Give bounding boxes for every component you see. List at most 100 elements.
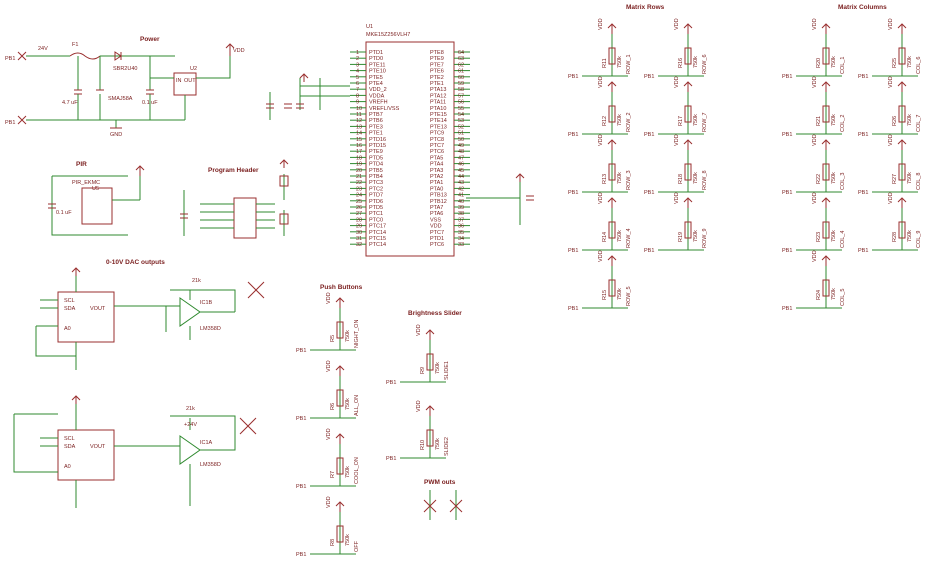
- dac-title: 0-10V DAC outputs: [106, 259, 165, 266]
- button-port: PB1: [296, 552, 306, 558]
- diode-icon: [114, 51, 122, 61]
- mcu-left-pin-num: 25: [356, 199, 362, 205]
- mcu-right-pin-label: VSS: [430, 217, 441, 223]
- brightness-title: Brightness Slider: [408, 310, 462, 317]
- mcu-right-pin-label: PTE1: [430, 81, 444, 87]
- mcu-right-pin-num: 40: [458, 199, 464, 205]
- matrix-col-vdd-arrow-icon: [821, 255, 831, 266]
- matrix-row-net: ROW_9: [702, 228, 708, 248]
- matrix-row-wire: [658, 150, 704, 193]
- matrix-row-port: PB1: [644, 74, 654, 80]
- mcu-right-pin-num: 63: [458, 56, 464, 62]
- mcu-right-pin-label: PTC6: [430, 242, 444, 248]
- matrix-row-ref: R12: [602, 116, 608, 126]
- mcu-right-pin-num: 59: [458, 81, 464, 87]
- matrix-row-value: 750k: [693, 230, 699, 242]
- matrix-row-wire: [658, 208, 704, 251]
- matrix-row-resistor: [608, 47, 616, 65]
- button-vdd: VDD: [326, 292, 332, 304]
- mcu-right-pin-num: 42: [458, 186, 464, 192]
- mcu-right-pin-label: PTB12: [430, 199, 447, 205]
- matrix-row-value: 750k: [693, 56, 699, 68]
- r21k-1: 21k: [192, 278, 201, 284]
- mcu-left-pin-label: PTD7: [369, 193, 383, 199]
- matrix-col-vdd: VDD: [888, 76, 894, 88]
- mcu-right-pin-num: 44: [458, 174, 464, 180]
- mcu-left-pin-num: 6: [356, 81, 359, 87]
- mcu-left-pin-label: PTC2: [369, 186, 383, 192]
- matrix-col-resistor: [898, 221, 906, 239]
- mcu-vdd2-icon: [515, 173, 525, 182]
- button-net: OFF: [354, 540, 360, 552]
- matrix-col-port: PB1: [858, 74, 868, 80]
- header-cap-icon: [180, 213, 188, 219]
- matrix-row-port: PB1: [568, 190, 578, 196]
- mcu-left-pin-label: PTE1: [369, 131, 383, 137]
- mcu-right-pin-num: 51: [458, 131, 464, 137]
- matrix-col-net: COL_2: [840, 115, 846, 132]
- mcu-left-pin-label: PTE11: [369, 62, 385, 68]
- matrix-row-vdd: VDD: [598, 76, 604, 88]
- mcu-left-pin-num: 13: [356, 124, 362, 130]
- slider-ref: R10: [420, 440, 426, 450]
- mcu-right-pin-label: PTA11: [430, 100, 446, 106]
- mcu-left-pin-num: 26: [356, 205, 362, 211]
- mcu-left-pin-num: 9: [356, 100, 359, 106]
- matrix-row-vdd: VDD: [598, 134, 604, 146]
- matrix-col-ref: R20: [816, 58, 822, 68]
- mcu-ref: U1: [366, 24, 373, 30]
- mcu-left-pin-num: 8: [356, 93, 359, 99]
- mcu-right-pin-label: PTE6: [430, 69, 444, 75]
- ic1a-part: LM358D: [200, 462, 221, 468]
- mcu-left-pin-num: 5: [356, 75, 359, 81]
- matrix-col-net: COL_1: [840, 57, 846, 74]
- matrix-columns-title: Matrix Columns: [838, 4, 887, 11]
- mcu-right-pin-label: PTA10: [430, 106, 446, 112]
- mcu-left-pin-label: PTD5: [369, 155, 383, 161]
- matrix-col-vdd: VDD: [812, 134, 818, 146]
- matrix-col-net: COL_8: [916, 173, 922, 190]
- mcu-left-pin-label: PTB5: [369, 168, 383, 174]
- mcu-right-pin-num: 53: [458, 118, 464, 124]
- mcu-right-pin-label: PTA5: [430, 155, 443, 161]
- mcu-left-pin-label: PTC3: [369, 180, 383, 186]
- mcu-left-pin-label: PTE5: [369, 75, 383, 81]
- r21k-2: 21k: [186, 406, 195, 412]
- matrix-row-vdd-arrow-icon: [607, 197, 617, 208]
- mcu-left-pin-label: PTC1: [369, 211, 383, 217]
- d3-label: SMAJ58A: [108, 96, 133, 102]
- mcu-right-pin-label: PTA3: [430, 168, 443, 174]
- matrix-col-value: 750k: [907, 172, 913, 184]
- button-port: PB1: [296, 348, 306, 354]
- matrix-row-vdd-arrow-icon: [683, 81, 693, 92]
- mcu-right-pin-label: PTA6: [430, 211, 443, 217]
- matrix-row-value: 750k: [617, 56, 623, 68]
- dac2-a0: A0: [64, 464, 71, 470]
- mcu-right-pin-num: 46: [458, 162, 464, 168]
- matrix-col-resistor: [822, 105, 830, 123]
- matrix-row-vdd-arrow-icon: [683, 23, 693, 34]
- push-buttons-title: Push Buttons: [320, 284, 363, 291]
- power-section: Power PB1 24V F1 SBR2U40 IN OUT U2 VDD 4…: [5, 36, 245, 138]
- matrix-row-wire: [658, 92, 704, 135]
- matrix-col-value: 750k: [831, 288, 837, 300]
- slider-value: 750k: [435, 362, 441, 374]
- mcu-left-pin-num: 16: [356, 143, 362, 149]
- pwm-title: PWM outs: [424, 479, 456, 486]
- slider-net: SLIDE1: [444, 361, 450, 380]
- matrix-row-net: ROW_8: [702, 170, 708, 190]
- mcu-right-pin-num: 33: [458, 242, 464, 248]
- matrix-row-vdd: VDD: [674, 134, 680, 146]
- matrix-row-wire: [582, 150, 628, 193]
- button-port: PB1: [296, 416, 306, 422]
- mcu-left-pin-num: 31: [356, 236, 362, 242]
- matrix-col-vdd: VDD: [888, 134, 894, 146]
- mcu-right-pin-label: PTB13: [430, 193, 447, 199]
- dac1-a0: A0: [64, 326, 71, 332]
- mcu-right-pin-label: PTA12: [430, 93, 446, 99]
- matrix-row-vdd-arrow-icon: [607, 255, 617, 266]
- slider-vdd: VDD: [416, 324, 422, 336]
